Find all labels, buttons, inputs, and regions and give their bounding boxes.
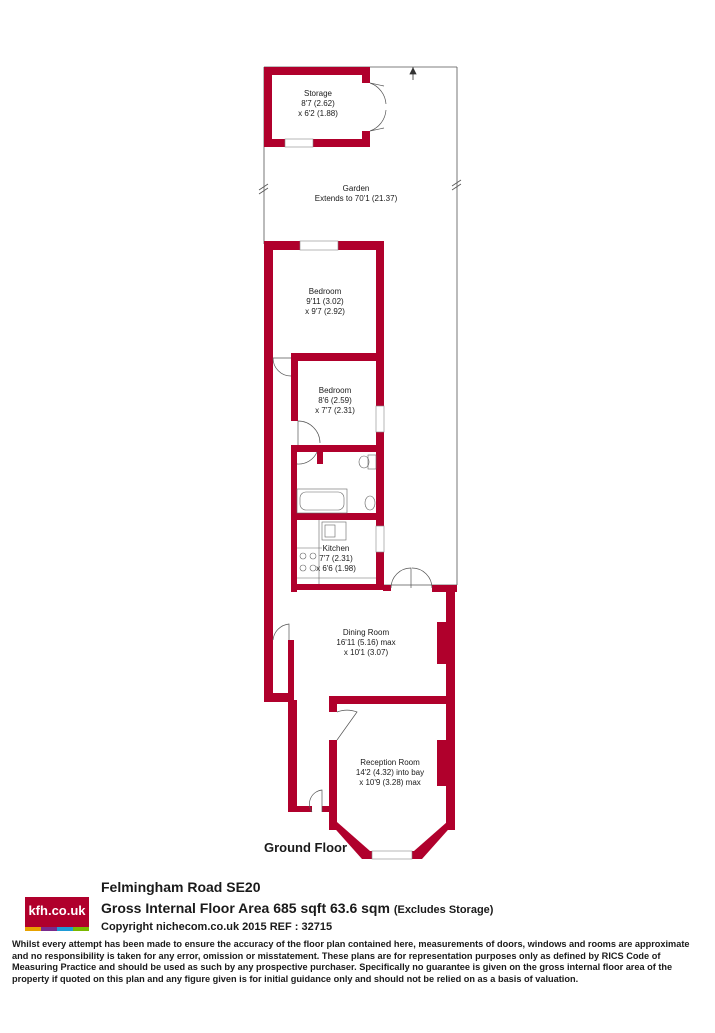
doors xyxy=(272,82,433,813)
floor-label: Ground Floor xyxy=(264,840,348,855)
svg-text:8'6 (2.59): 8'6 (2.59) xyxy=(318,396,352,405)
svg-text:x 7'7 (2.31): x 7'7 (2.31) xyxy=(315,406,355,415)
room-kitchen: Kitchen 7'7 (2.31) x 6'6 (1.98) xyxy=(316,544,356,573)
room-storage: Storage 8'7 (2.62) x 6'2 (1.88) xyxy=(298,89,338,118)
logo-bar-3 xyxy=(57,927,73,931)
copyright: Copyright nichecom.co.uk 2015 REF : 3271… xyxy=(101,921,333,933)
svg-text:Kitchen: Kitchen xyxy=(323,544,350,553)
floor-plan: Storage 8'7 (2.62) x 6'2 (1.88) Garden E… xyxy=(258,66,462,860)
kfh-logo[interactable]: kfh.co.uk xyxy=(25,897,89,931)
svg-text:x 9'7 (2.92): x 9'7 (2.92) xyxy=(305,307,345,316)
svg-text:x 6'6 (1.98): x 6'6 (1.98) xyxy=(316,564,356,573)
svg-text:8'7 (2.62): 8'7 (2.62) xyxy=(301,99,335,108)
garden-extend-markers xyxy=(258,179,462,195)
svg-text:Extends to 70'1 (21.37): Extends to 70'1 (21.37) xyxy=(315,194,398,203)
logo-bar-1 xyxy=(25,927,41,931)
svg-text:x 10'1 (3.07): x 10'1 (3.07) xyxy=(344,648,389,657)
room-bedroom-1: Bedroom 9'11 (3.02) x 9'7 (2.92) xyxy=(305,287,345,316)
logo-bar-4 xyxy=(73,927,89,931)
windows xyxy=(284,138,413,860)
basin-icon xyxy=(364,495,376,511)
svg-text:Reception Room: Reception Room xyxy=(360,758,420,767)
svg-text:Dining Room: Dining Room xyxy=(343,628,390,637)
sink-icon xyxy=(321,521,347,541)
logo-text: kfh.co.uk xyxy=(28,903,86,918)
logo-bar-2 xyxy=(41,927,57,931)
svg-text:Bedroom: Bedroom xyxy=(319,386,352,395)
room-dining: Dining Room 16'11 (5.16) max x 10'1 (3.0… xyxy=(336,628,395,657)
disclaimer: Whilst every attempt has been made to en… xyxy=(12,939,690,984)
svg-text:Storage: Storage xyxy=(304,89,333,98)
svg-text:Garden: Garden xyxy=(343,184,370,193)
svg-text:x 10'9 (3.28) max: x 10'9 (3.28) max xyxy=(359,778,421,787)
svg-text:7'7 (2.31): 7'7 (2.31) xyxy=(319,554,353,563)
room-reception: Reception Room 14'2 (4.32) into bay x 10… xyxy=(356,758,424,787)
floor-area-value: Gross Internal Floor Area 685 sqft 63.6 … xyxy=(101,900,390,916)
bath-icon xyxy=(296,488,348,514)
svg-text:x 6'2 (1.88): x 6'2 (1.88) xyxy=(298,109,338,118)
fixtures xyxy=(296,454,377,584)
svg-text:Bedroom: Bedroom xyxy=(309,287,342,296)
svg-text:16'11 (5.16) max: 16'11 (5.16) max xyxy=(336,638,395,647)
hob-icon xyxy=(299,552,317,572)
room-bedroom-2: Bedroom 8'6 (2.59) x 7'7 (2.31) xyxy=(315,386,355,415)
toilet-icon xyxy=(367,454,377,470)
room-garden: Garden Extends to 70'1 (21.37) xyxy=(315,184,398,203)
property-title: Felmingham Road SE20 xyxy=(101,879,261,895)
floor-area: Gross Internal Floor Area 685 sqft 63.6 … xyxy=(101,900,493,916)
garden-entry-arrow xyxy=(409,67,417,80)
svg-text:9'11 (3.02): 9'11 (3.02) xyxy=(306,297,344,306)
svg-text:14'2 (4.32) into bay: 14'2 (4.32) into bay xyxy=(356,768,424,777)
floor-area-note: (Excludes Storage) xyxy=(393,904,494,916)
